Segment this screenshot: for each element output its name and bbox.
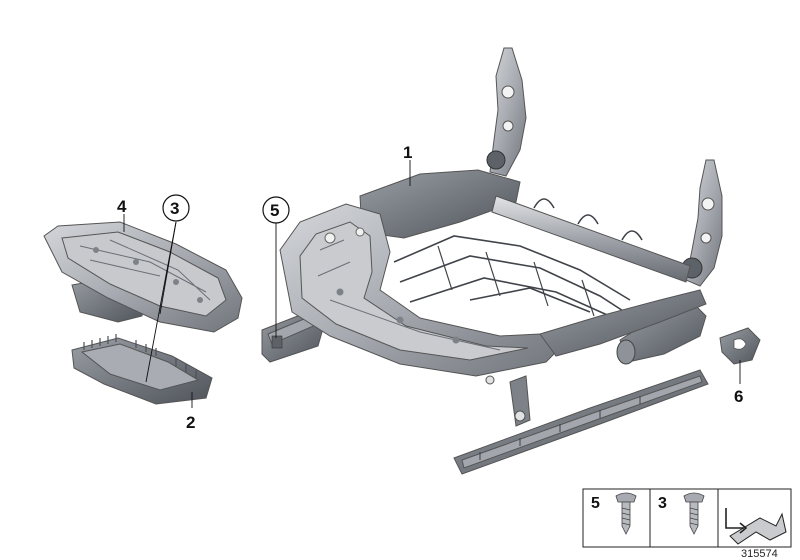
fastener-legend: 5 3 xyxy=(582,488,792,548)
svg-text:5: 5 xyxy=(591,495,600,512)
callout-6: 6 xyxy=(734,387,743,406)
bracket-part-2 xyxy=(71,334,213,405)
callout-1: 1 xyxy=(403,143,412,162)
leader-lines xyxy=(123,160,741,408)
svg-text:4: 4 xyxy=(117,197,127,216)
callout-3-circled: 3 xyxy=(162,194,190,222)
diagram-reference-number: 315574 xyxy=(741,548,778,560)
svg-text:1: 1 xyxy=(403,143,412,162)
svg-text:3: 3 xyxy=(658,495,667,512)
seat-pan-part-4 xyxy=(43,221,243,333)
direction-arrow-icon xyxy=(725,508,787,545)
svg-text:6: 6 xyxy=(734,387,743,406)
svg-text:2: 2 xyxy=(186,413,195,432)
callout-2: 2 xyxy=(186,413,195,432)
screw-icon xyxy=(615,492,637,535)
clip-part-6 xyxy=(719,327,761,365)
screw-icon xyxy=(683,492,705,535)
callout-4: 4 xyxy=(117,197,127,216)
legend-item-5: 5 xyxy=(591,492,637,535)
svg-text:5: 5 xyxy=(270,201,279,220)
callout-5-circled: 5 xyxy=(262,196,290,224)
svg-text:3: 3 xyxy=(170,199,179,218)
legend-item-3: 3 xyxy=(658,492,705,535)
seat-frame-part-1 xyxy=(279,47,723,475)
